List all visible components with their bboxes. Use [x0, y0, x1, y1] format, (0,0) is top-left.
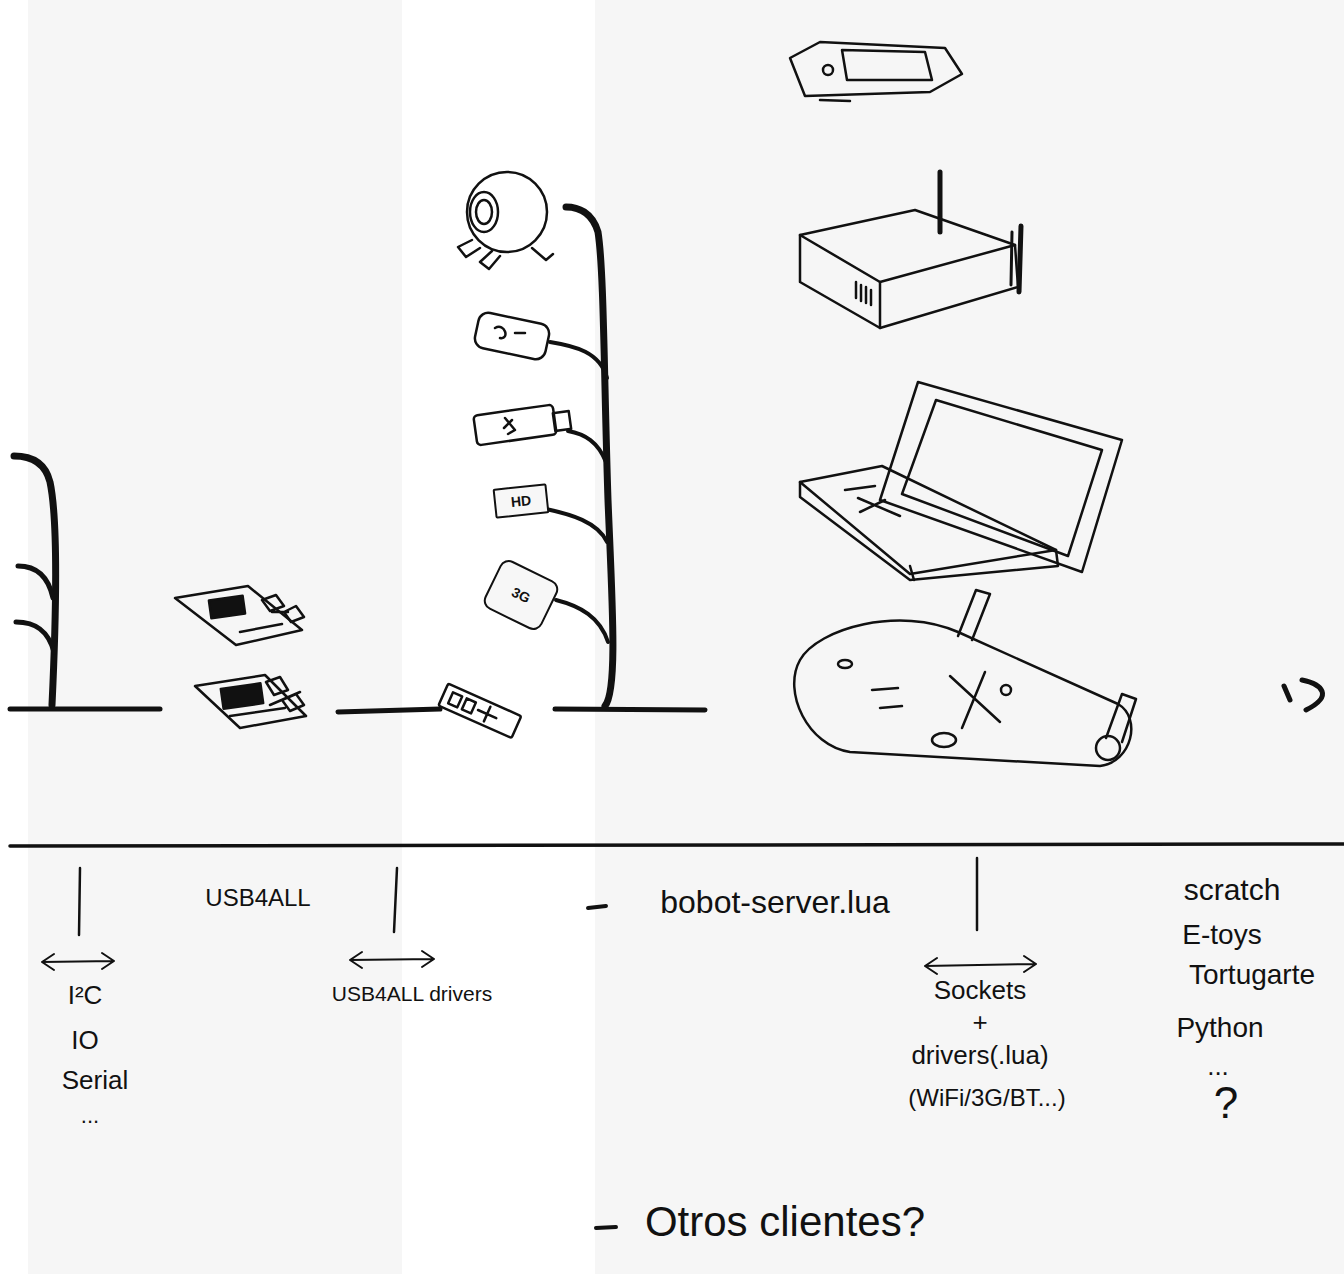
device-label: HD	[510, 493, 532, 509]
pcb-board-sketch	[175, 586, 306, 728]
robot-sketch	[794, 590, 1136, 766]
layer-label: E-toys	[1182, 921, 1261, 949]
layer-tick	[79, 858, 977, 935]
router-sketch	[800, 172, 1021, 328]
layer-label: ...	[81, 1105, 99, 1127]
double-arrow	[42, 951, 1036, 974]
laptop-sketch	[800, 382, 1122, 580]
separator-line	[10, 844, 1344, 846]
layer-label: Serial	[62, 1067, 128, 1093]
layer-label: (WiFi/3G/BT...)	[908, 1086, 1065, 1110]
layer-label: Tortugarte	[1189, 961, 1315, 989]
layer-label: +	[972, 1009, 987, 1035]
bullet-dash	[588, 906, 606, 908]
layer-label: Python	[1176, 1014, 1263, 1042]
device-box: HD	[493, 483, 550, 518]
layer-label: ...	[1207, 1053, 1229, 1079]
device-box: 3G	[480, 557, 561, 634]
layer-label: drivers(.lua)	[911, 1042, 1048, 1068]
layer-label: I²C	[68, 982, 103, 1008]
pda-sketch	[790, 42, 962, 101]
panel-band	[28, 0, 402, 1274]
layer-label: bobot-server.lua	[660, 886, 889, 918]
webcam-sketch	[458, 172, 553, 269]
device-label: 3G	[510, 585, 533, 606]
panel-band	[595, 0, 1344, 1274]
usb-tree	[546, 207, 613, 706]
usb-dongle-sketch	[473, 311, 571, 446]
bus-tree	[14, 456, 56, 705]
scribble-mark	[1284, 680, 1322, 710]
ground-line	[555, 709, 705, 710]
layer-label: IO	[71, 1027, 98, 1053]
layer-label: Sockets	[934, 977, 1027, 1003]
layer-label: ?	[1214, 1081, 1238, 1125]
bullet-dash	[596, 1227, 616, 1228]
usb-hub-sketch	[438, 684, 521, 738]
layer-label: Otros clientes?	[645, 1201, 925, 1243]
layer-label: USB4ALL	[205, 886, 310, 910]
ground-line	[10, 707, 160, 712]
layer-label: scratch	[1184, 875, 1281, 905]
layer-label: USB4ALL drivers	[332, 983, 492, 1004]
ground-line	[338, 709, 440, 712]
